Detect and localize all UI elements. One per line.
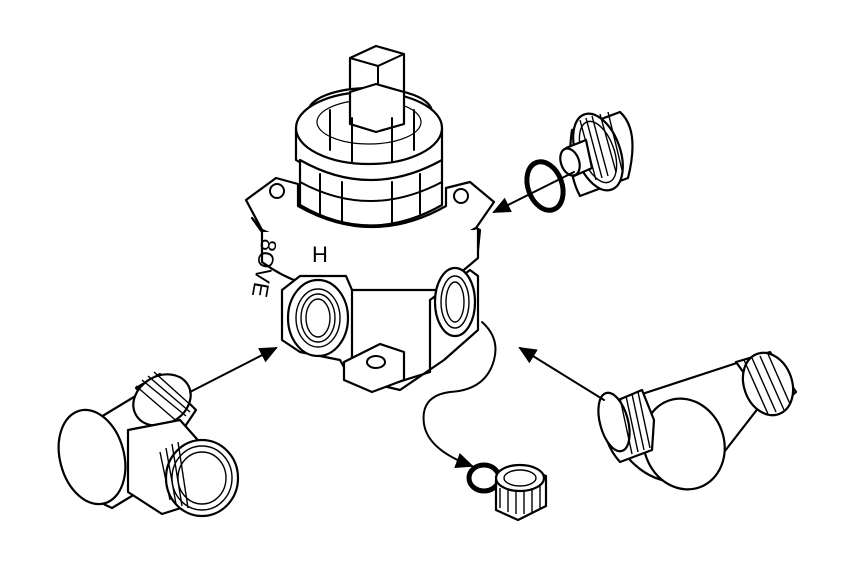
right-elbow-fitting — [597, 350, 798, 491]
casting-mark-text: 8OVE — [247, 237, 282, 299]
arrow-top-plug — [492, 171, 575, 213]
valve-cartridge — [294, 44, 448, 239]
arrow-bottom-plug — [422, 321, 497, 469]
arrow-left-fitting — [189, 347, 278, 393]
valve-body: 8OVE H — [244, 176, 496, 394]
top-plug-assembly — [524, 110, 634, 213]
left-elbow-fitting — [57, 371, 240, 518]
assembly-arrows — [189, 171, 605, 469]
casting-letter-text: H — [312, 242, 328, 267]
bottom-plug-assembly — [466, 462, 548, 522]
arrow-right-fitting — [518, 346, 605, 401]
